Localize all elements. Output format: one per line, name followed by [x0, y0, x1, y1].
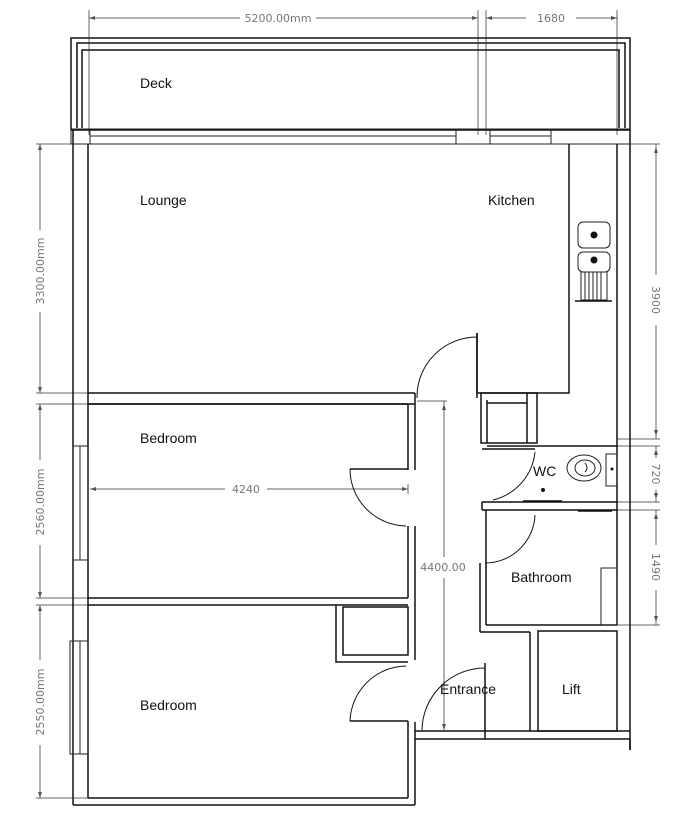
label-entrance: Entrance: [440, 681, 496, 697]
door-wc: [492, 451, 536, 501]
dim-bedroom1-width: 4240: [232, 483, 260, 496]
dimension-labels: 5200.00mm 1680 3300.00mm 2560.00mm 2550.…: [34, 12, 662, 735]
label-lift: Lift: [562, 681, 581, 697]
dimension-lines: [36, 10, 660, 799]
dim-hall-length: 4400.00: [420, 561, 466, 574]
fixtures: [523, 221, 618, 512]
dim-bedroom1-height: 2560.00mm: [34, 469, 47, 536]
label-lounge: Lounge: [140, 192, 187, 208]
windows: [69, 445, 89, 755]
label-kitchen: Kitchen: [488, 192, 535, 208]
door-bedroom1: [349, 468, 407, 527]
dim-top-right: 1680: [537, 12, 565, 25]
deck-structure: [70, 37, 631, 145]
door-lounge: [416, 336, 478, 399]
door-entrance: [421, 667, 486, 731]
dim-lounge-height: 3300.00mm: [34, 238, 47, 305]
stove-icon: [575, 271, 612, 302]
door-bedroom2: [349, 665, 407, 722]
label-deck: Deck: [140, 75, 173, 91]
floor-drain-icon: [541, 488, 545, 492]
dim-wc-height: 720: [649, 464, 662, 485]
dim-top-main: 5200.00mm: [245, 12, 312, 25]
doors: [349, 336, 536, 731]
dim-kitchen-height: 3900: [649, 286, 662, 314]
toilet-icon: [566, 453, 618, 487]
room-labels: Deck Lounge Kitchen Bedroom WC Bathroom …: [140, 75, 581, 713]
label-wc: WC: [533, 463, 556, 479]
dim-bedroom2-height: 2550.00mm: [34, 669, 47, 736]
dim-bathroom-height: 1490: [649, 553, 662, 581]
label-bedroom-2: Bedroom: [140, 697, 197, 713]
door-bathroom: [484, 514, 536, 564]
label-bedroom-1: Bedroom: [140, 430, 197, 446]
label-bathroom: Bathroom: [511, 569, 572, 585]
sink-icon: [577, 221, 611, 249]
